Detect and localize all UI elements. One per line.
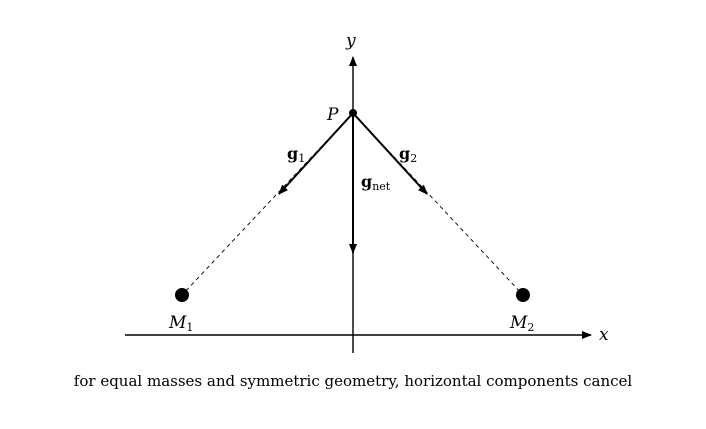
mass-m1-label: M1	[168, 313, 193, 334]
mass-m1	[175, 288, 189, 302]
vector-g2-label: g2	[399, 144, 417, 165]
x-axis-label: x	[599, 325, 609, 345]
point-p-label: P	[326, 105, 339, 125]
y-axis-label: y	[345, 31, 356, 51]
vector-g1-label: g1	[287, 144, 305, 165]
vector-g1-arrow	[278, 112, 354, 195]
mass-m2	[516, 288, 530, 302]
vector-g2-arrow	[352, 112, 428, 195]
point-p	[349, 109, 357, 117]
diagram-caption: for equal masses and symmetric geometry,…	[73, 372, 633, 390]
mass-m2-label: M2	[509, 313, 534, 334]
vector-gnet-label: gnet	[361, 172, 391, 193]
